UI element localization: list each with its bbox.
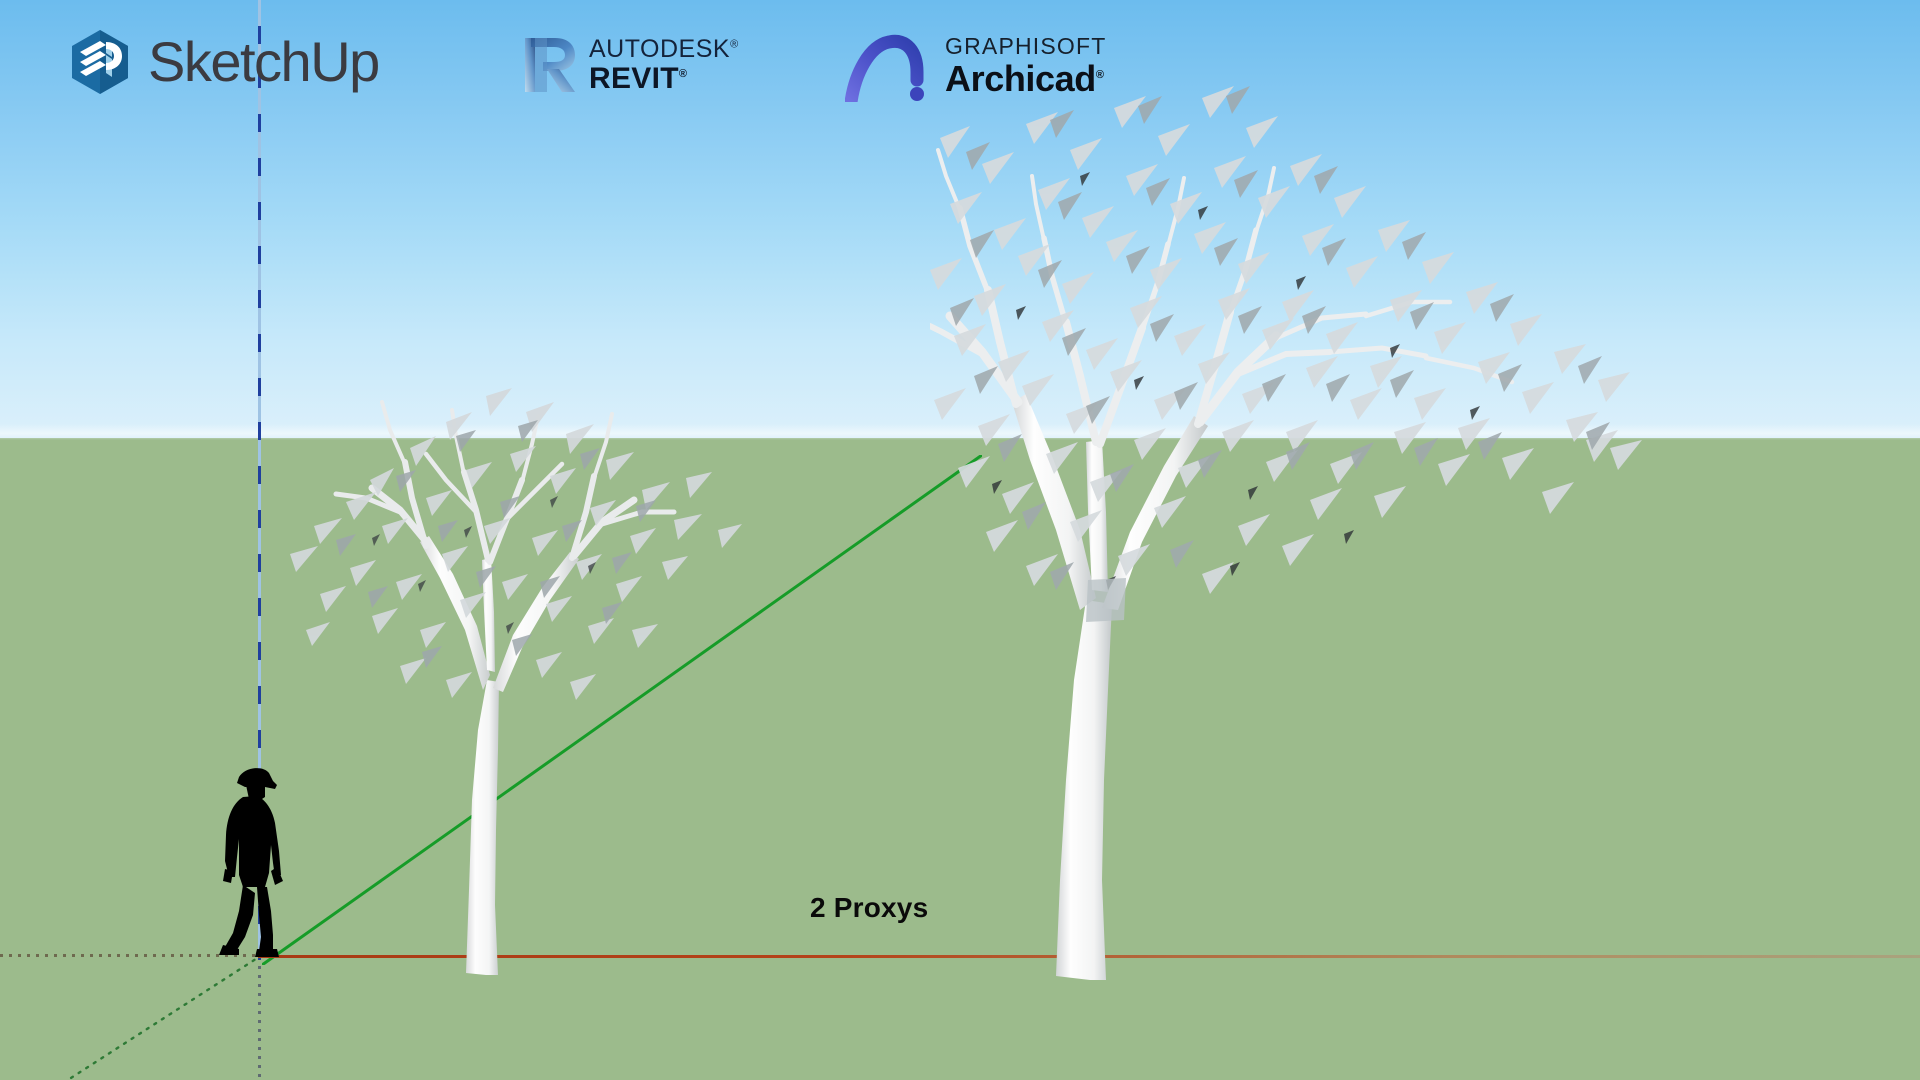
revit-text: REVIT: [589, 61, 679, 95]
revit-wordmark-block: AUTODESK® REVIT®: [589, 34, 739, 95]
logo-graphisoft-archicad[interactable]: GRAPHISOFT Archicad®: [845, 30, 1107, 102]
software-logo-bar: SketchUp: [0, 0, 1920, 130]
archicad-registered: ®: [1095, 69, 1104, 81]
archicad-arc-icon: [845, 34, 924, 102]
graphisoft-text: GRAPHISOFT: [945, 33, 1107, 59]
proxy-tree-right: [930, 86, 1642, 980]
autodesk-registered: ®: [730, 38, 739, 51]
autodesk-text: AUTODESK: [589, 34, 731, 63]
proxy-count-caption: 2 Proxys: [810, 892, 929, 923]
sketchup-wordmark: SketchUp: [148, 30, 380, 93]
proxy-tree-left: [290, 388, 742, 975]
revit-r-icon: [525, 38, 575, 92]
archicad-wordmark-block: GRAPHISOFT Archicad®: [945, 35, 1107, 97]
archicad-text: Archicad: [945, 58, 1096, 99]
logo-sketchup[interactable]: SketchUp: [66, 28, 380, 96]
sketchup-cube-icon: [72, 30, 128, 94]
logo-autodesk-revit[interactable]: AUTODESK® REVIT®: [521, 36, 739, 94]
horizon-haze: [0, 424, 1920, 440]
scale-figure-person: [219, 768, 283, 957]
revit-registered: ®: [678, 67, 688, 80]
